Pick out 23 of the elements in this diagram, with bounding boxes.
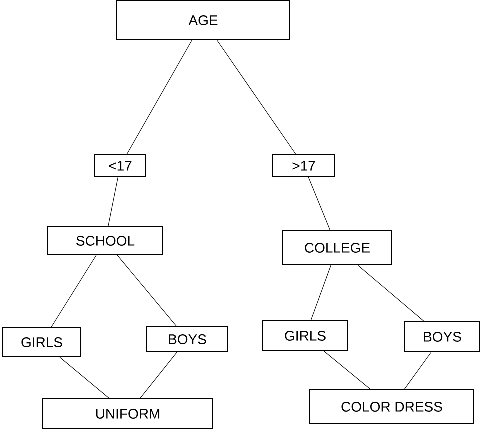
- box: AGE: [116, 0, 290, 40]
- connector-line: [51, 255, 97, 328]
- connector-line: [140, 352, 178, 399]
- box: BOYS: [146, 326, 228, 352]
- connector-line: [217, 40, 296, 155]
- box: SCHOOL: [48, 226, 164, 256]
- box: GIRLS: [2, 328, 82, 358]
- connector-line: [117, 255, 177, 327]
- box: <17: [94, 154, 146, 178]
- connector-line: [60, 357, 110, 399]
- box: BOYS: [404, 322, 480, 352]
- connector-line: [126, 40, 192, 155]
- connector-line: [358, 265, 425, 322]
- connector-line: [310, 265, 332, 321]
- box: UNIFORM: [42, 398, 214, 430]
- connector-line: [324, 351, 371, 390]
- box: GIRLS: [262, 320, 348, 352]
- connector-line: [108, 177, 118, 227]
- box: COLOR DRESS: [310, 389, 474, 424]
- connector-line: [308, 177, 331, 231]
- box: COLLEGE: [282, 230, 392, 266]
- box: >17: [272, 154, 336, 178]
- connector-line: [404, 352, 432, 390]
